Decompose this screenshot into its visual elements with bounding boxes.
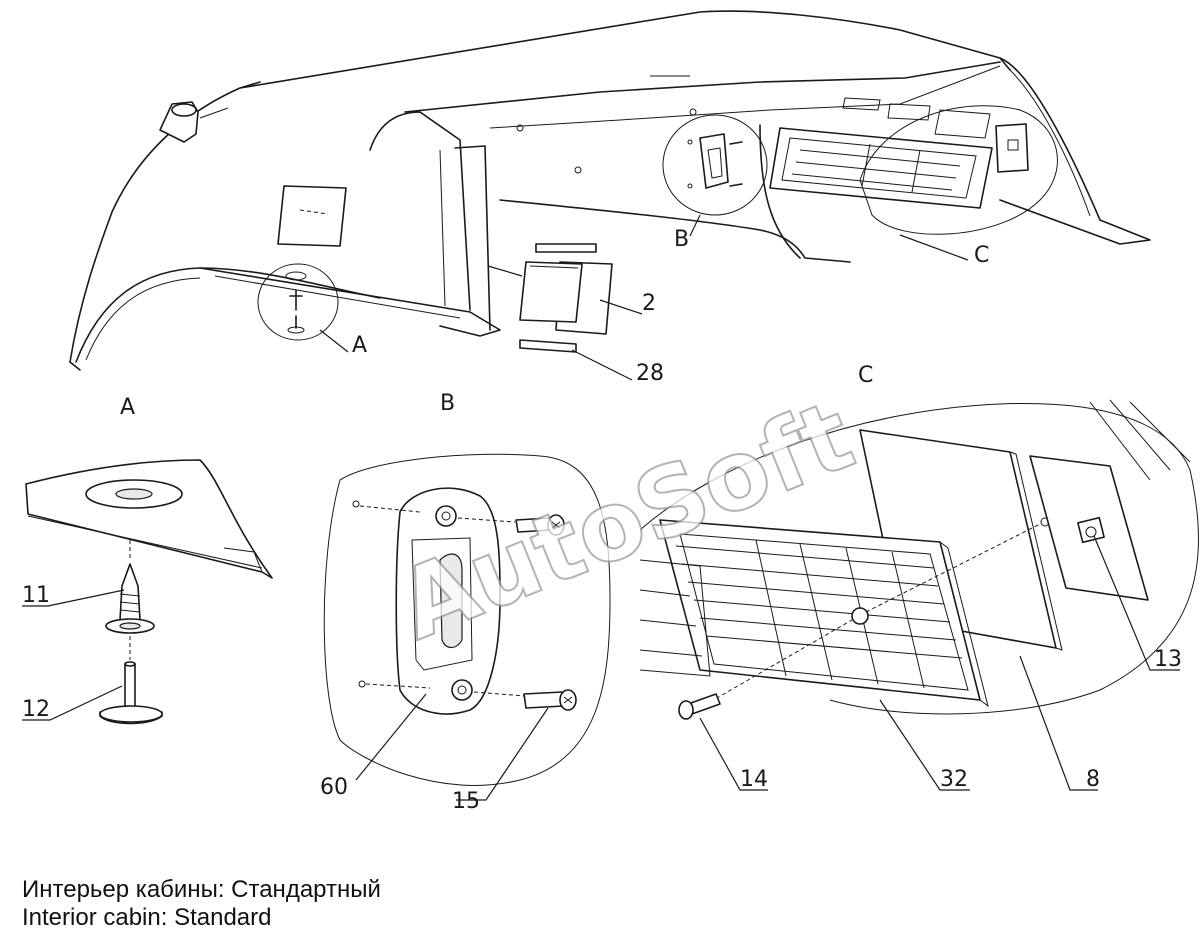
callout-12: 12: [22, 697, 50, 722]
view-marker-a: A: [352, 333, 367, 358]
callout-11: 11: [22, 583, 50, 608]
part-12-pin: [99, 661, 163, 725]
callout-32: 32: [940, 767, 968, 792]
detail-title-b: B: [440, 391, 455, 416]
detail-title-c: C: [858, 363, 873, 388]
part-2-pad: [519, 243, 613, 353]
view-marker-c: C: [974, 243, 989, 268]
detail-circle-b: [662, 114, 768, 216]
callout-8: 8: [1086, 767, 1100, 792]
caption-russian: Интерьер кабины: Стандартный: [22, 876, 381, 903]
part-14-screw: [678, 693, 721, 720]
caption-english: Interior cabin: Standard: [22, 904, 272, 931]
part-15-screw-upper: [515, 514, 565, 536]
latch-main: [687, 133, 743, 189]
callout-28: 28: [636, 361, 664, 386]
clip-a-small: [285, 271, 307, 334]
detail-title-a: A: [120, 395, 135, 420]
vent-grille-main: [769, 97, 1029, 209]
detail-circle-c: [859, 105, 1058, 235]
part-11-clip: [105, 563, 155, 634]
detail-b: [323, 453, 611, 786]
detail-circle-a: [257, 263, 339, 341]
cabin-trim-assembly: [69, 10, 1151, 371]
callout-60: 60: [320, 775, 348, 800]
callout-13: 13: [1154, 647, 1182, 672]
view-marker-b: B: [674, 227, 689, 252]
detail-c: [639, 399, 1199, 715]
part-15-screw-lower: [523, 689, 577, 711]
callout-2: 2: [642, 291, 656, 316]
callout-15: 15: [452, 789, 480, 814]
detail-a: [25, 459, 273, 579]
callout-14: 14: [740, 767, 768, 792]
